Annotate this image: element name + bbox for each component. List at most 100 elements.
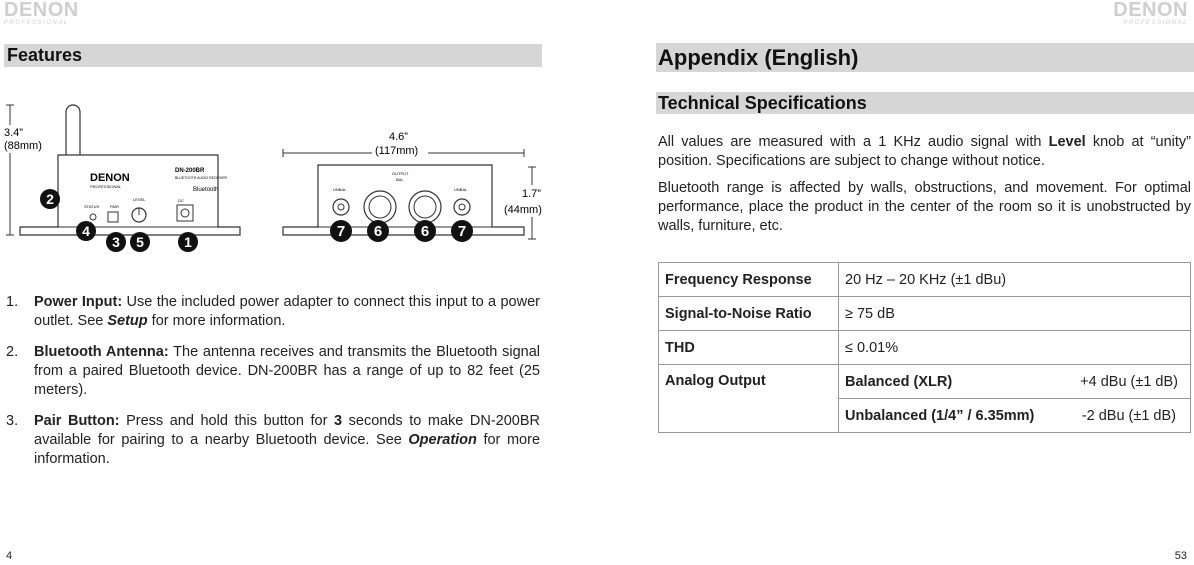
- svg-text:5: 5: [136, 234, 144, 250]
- logo-brand: DENON: [4, 0, 79, 21]
- level-label: LEVEL: [133, 197, 146, 202]
- analog-label: Analog Output: [658, 364, 839, 433]
- feature-body: Power Input: Use the included power adap…: [34, 293, 540, 331]
- model-label: DN-200BR: [175, 168, 205, 174]
- table-row: THD ≤ 0.01%: [658, 330, 1191, 365]
- logo-sub: PROFESSIONAL: [4, 20, 69, 26]
- thd-label: THD: [658, 330, 839, 365]
- snr-label: Signal-to-Noise Ratio: [658, 296, 839, 331]
- height-dimension: 3.4” (88mm): [2, 104, 46, 236]
- svg-text:3: 3: [112, 234, 120, 250]
- feature-title: Power Input:: [34, 294, 123, 310]
- callout-5: 5: [130, 232, 150, 252]
- svg-text:6: 6: [374, 223, 382, 240]
- callout-6-right: 6: [414, 220, 436, 242]
- feature-link-operation: Operation: [408, 432, 477, 448]
- page-number: 4: [6, 550, 13, 562]
- feature-title: Pair Button:: [34, 413, 120, 429]
- right-page: DENON PROFESSIONAL Appendix (English) Te…: [597, 0, 1194, 565]
- depth-dimension: 1.7” (44mm): [503, 166, 549, 240]
- feature-body: Bluetooth Antenna: The antenna receives …: [34, 343, 540, 400]
- appendix-heading: Appendix (English): [656, 43, 1194, 72]
- bluetooth-mark: Bluetooth: [193, 187, 218, 193]
- denon-logo: DENON PROFESSIONAL: [1113, 0, 1188, 26]
- logo-sub: PROFESSIONAL: [1123, 20, 1188, 26]
- intro-bold-level: Level: [1048, 134, 1086, 150]
- pair-button: [107, 211, 119, 223]
- feature-text: Use the included power adapter to connec…: [34, 294, 540, 329]
- snr-value: ≥ 75 dB: [838, 296, 1191, 331]
- unbalanced-cell: Unbalanced (1/4” / 6.35mm) -2 dBu (±1 dB…: [838, 398, 1191, 433]
- unbal-label-right: UNBAL: [454, 187, 468, 192]
- product-diagram: 3.4” (88mm) DENON PROFESSIONAL DN-200BR …: [2, 104, 549, 252]
- feature-item-2: 2. Bluetooth Antenna: The antenna receiv…: [6, 343, 540, 400]
- freq-value: 20 Hz – 20 KHz (±1 dBu): [838, 262, 1191, 297]
- feature-num: 1.: [6, 294, 19, 310]
- unbalanced-label-group: Unbalanced (1/4” / 6.35mm): [845, 408, 1034, 424]
- svg-text:7: 7: [337, 223, 345, 240]
- features-heading: Features: [4, 44, 542, 67]
- width-mm: (117mm): [375, 145, 418, 157]
- callout-7-right: 7: [451, 220, 473, 242]
- front-brand-sub: PROFESSIONAL: [90, 184, 121, 189]
- callout-7-left: 7: [330, 220, 352, 242]
- svg-text:4: 4: [82, 223, 90, 239]
- feature-item-3: 3. Pair Button: Press and hold this butt…: [6, 412, 540, 469]
- feature-tail: for more information.: [147, 313, 286, 329]
- features-list: 1. Power Input: Use the included power a…: [6, 293, 540, 481]
- model-sub: BLUETOOTH AUDIO RECEIVER: [175, 176, 228, 180]
- rear-panel: OUTPUT BAL UNBAL UNBAL: [282, 164, 525, 236]
- feature-text: The antenna receives and transmits the B…: [34, 344, 540, 398]
- balanced-label-group: Balanced (XLR): [845, 374, 952, 390]
- svg-text:2: 2: [46, 191, 54, 207]
- output-label: OUTPUT: [392, 171, 409, 176]
- unbal-label-left: UNBAL: [333, 187, 347, 192]
- tech-specs-heading: Technical Specifications: [656, 92, 1194, 114]
- feature-tail: for more information.: [34, 432, 541, 467]
- balanced-type: (XLR): [913, 373, 953, 390]
- unbalanced-label: Unbalanced: [845, 407, 928, 424]
- feature-body: Pair Button: Press and hold this button …: [34, 412, 540, 469]
- width-label: 4.6”: [389, 131, 408, 143]
- table-row: Frequency Response 20 Hz – 20 KHz (±1 dB…: [658, 262, 1191, 297]
- status-label: STATUS: [84, 204, 100, 209]
- svg-text:1: 1: [184, 234, 192, 250]
- spec-table: Frequency Response 20 Hz – 20 KHz (±1 dB…: [658, 262, 1191, 433]
- intro-paragraph-2: Bluetooth range is affected by walls, ob…: [658, 180, 1191, 234]
- unbalanced-type: (1/4” / 6.35mm): [931, 407, 1035, 424]
- intro-text: All values are measured with a 1 KHz aud…: [658, 134, 1049, 150]
- table-row: Signal-to-Noise Ratio ≥ 75 dB: [658, 296, 1191, 331]
- height-mm: (88mm): [4, 140, 42, 152]
- unbalanced-value: -2 dBu (±1 dB): [1081, 407, 1176, 424]
- balanced-cell: Balanced (XLR) +4 dBu (±1 dB): [838, 364, 1191, 399]
- denon-logo: DENON PROFESSIONAL: [4, 0, 79, 26]
- front-panel: DENON PROFESSIONAL DN-200BR BLUETOOTH AU…: [19, 154, 241, 236]
- intro-text: knob at “unity” position. Specifications…: [658, 134, 1191, 169]
- feature-item-1: 1. Power Input: Use the included power a…: [6, 293, 540, 331]
- feature-title: Bluetooth Antenna:: [34, 344, 169, 360]
- feature-bold-seconds: 3: [333, 413, 343, 429]
- depth-label: 1.7”: [522, 188, 541, 200]
- power-label: DC: [178, 198, 184, 203]
- feature-text: seconds to make DN-200BR available for p…: [34, 413, 541, 448]
- intro-paragraph-1: All values are measured with a 1 KHz aud…: [658, 133, 1191, 171]
- balanced-label: Balanced: [845, 373, 910, 390]
- feature-num: 2.: [6, 344, 19, 360]
- callout-2: 2: [40, 189, 60, 209]
- table-row: Analog Output Balanced (XLR) +4 dBu (±1 …: [658, 364, 1191, 433]
- height-label: 3.4”: [4, 127, 23, 139]
- pair-label: PAIR: [110, 204, 119, 209]
- width-dimension: 4.6” (117mm): [282, 129, 525, 159]
- logo-brand: DENON: [1113, 0, 1188, 21]
- spec-intro: All values are measured with a 1 KHz aud…: [658, 133, 1191, 244]
- feature-link-setup: Setup: [107, 313, 148, 329]
- callout-6-left: 6: [367, 220, 389, 242]
- page-number: 53: [1174, 550, 1187, 562]
- callout-3: 3: [106, 232, 126, 252]
- freq-label: Frequency Response: [658, 262, 839, 297]
- front-brand: DENON: [90, 172, 130, 184]
- depth-mm: (44mm): [504, 204, 542, 216]
- bal-label: BAL: [396, 177, 404, 182]
- status-led: [89, 213, 97, 221]
- table-row: Unbalanced (1/4” / 6.35mm) -2 dBu (±1 dB…: [659, 398, 1191, 433]
